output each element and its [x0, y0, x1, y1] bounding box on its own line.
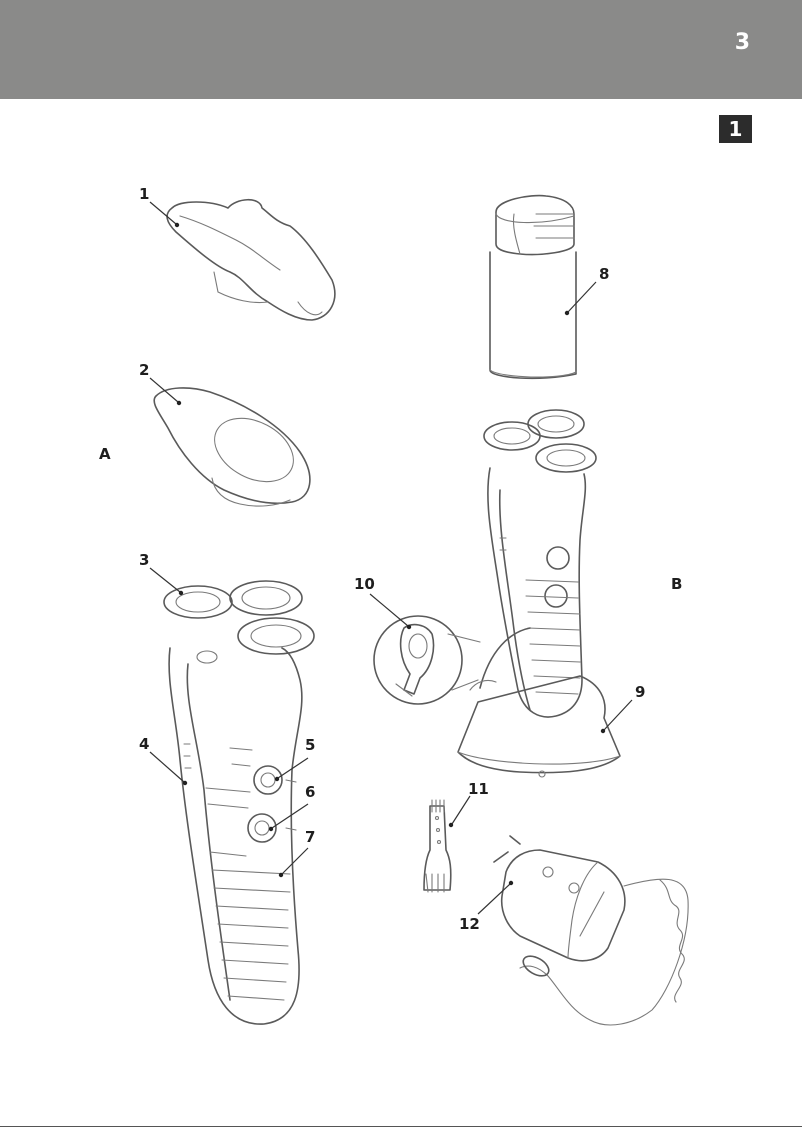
- footer-rule: [0, 1126, 802, 1127]
- protection-cap: [166, 198, 336, 321]
- callout-7: 7: [305, 828, 315, 846]
- section-label-b: B: [671, 575, 682, 593]
- cleaning-spray: [489, 194, 577, 380]
- callout-6: 6: [305, 783, 315, 801]
- callout-9: 9: [635, 683, 645, 701]
- cleaning-brush: [423, 799, 452, 893]
- page-number: 3: [734, 30, 750, 55]
- page-header-band: 3: [0, 0, 802, 99]
- callout-5: 5: [305, 736, 315, 754]
- callout-11: 11: [468, 780, 489, 798]
- callout-2: 2: [139, 361, 149, 379]
- shaver-in-charging-stand: [373, 409, 621, 778]
- travel-pouch: [153, 387, 311, 507]
- callout-12: 12: [459, 915, 480, 933]
- callout-10: 10: [354, 575, 375, 593]
- callout-8: 8: [599, 265, 609, 283]
- callout-4: 4: [139, 735, 149, 753]
- charger-adapter: [493, 835, 689, 1026]
- callout-1: 1: [139, 185, 149, 203]
- callout-3: 3: [139, 551, 149, 569]
- callout-leaders: [149, 201, 633, 915]
- shaver-left: [163, 580, 315, 1025]
- figure-number-badge: 1: [719, 115, 752, 143]
- section-label-a: A: [99, 445, 111, 463]
